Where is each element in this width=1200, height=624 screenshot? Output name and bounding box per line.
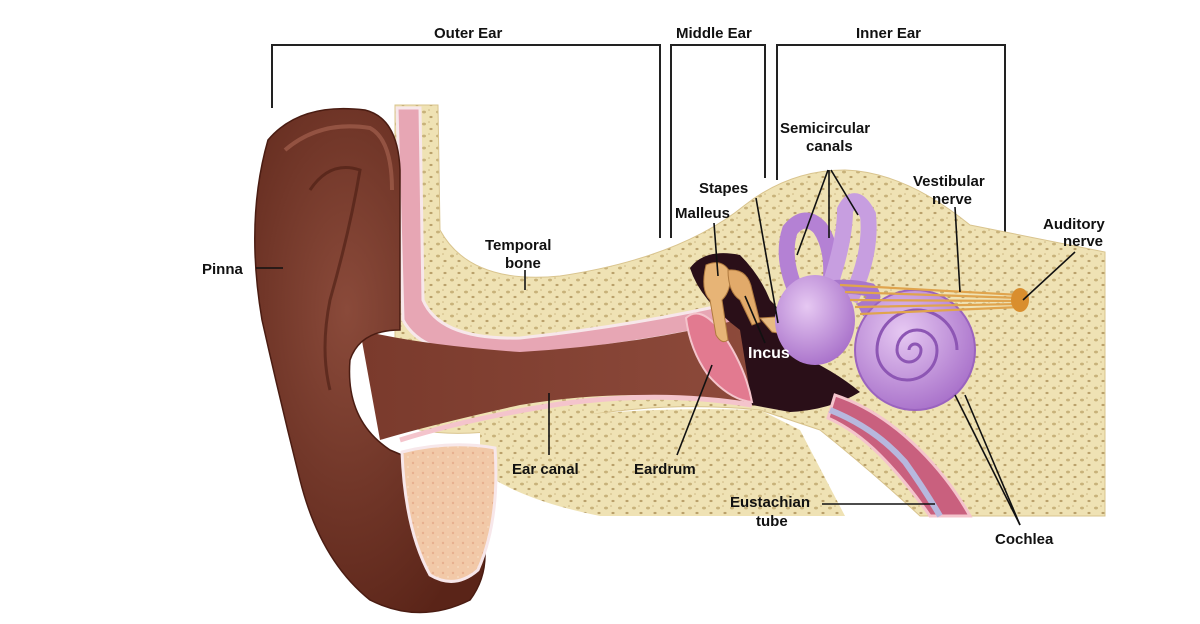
vestibular-nerve-label-line2: nerve	[932, 191, 972, 208]
auditory-nerve-label-line1: Auditory	[1043, 216, 1105, 233]
nerve-bundle	[1011, 288, 1029, 312]
auditory-nerve-leader	[1022, 251, 1076, 301]
middle-ear-title: Middle Ear	[676, 25, 752, 42]
pinna	[254, 107, 498, 614]
canal-lining-bottom	[399, 394, 753, 443]
eustachian-tube	[826, 393, 973, 518]
inner-ear-bracket	[776, 44, 1006, 238]
cochlea-leader	[954, 394, 1021, 526]
cochlea-label: Cochlea	[995, 531, 1054, 548]
eardrum-shape	[684, 312, 754, 404]
labels: Pinna Temporal bone Ear canal Eardrum Ma…	[202, 120, 1105, 548]
incus-leader	[744, 295, 766, 344]
eustachian-tube-label-line1: Eustachian	[730, 494, 810, 511]
section-brackets: Outer Ear Middle Ear Inner Ear	[271, 25, 1006, 238]
vestibule-shape	[775, 275, 855, 365]
ear-canal-label: Ear canal	[512, 461, 579, 478]
inner-ear	[775, 193, 1029, 411]
auditory-nerve-label-line2: nerve	[1063, 233, 1103, 250]
helix-rim	[283, 124, 394, 191]
leader-lines	[256, 169, 1076, 526]
semicircular-leader-3	[830, 169, 859, 216]
outer-ear-title: Outer Ear	[434, 25, 503, 42]
ear-canal-shape	[360, 318, 752, 440]
cochlea-leader-2	[964, 394, 1021, 526]
eardrum-leader	[676, 364, 713, 456]
lower-bone-shape	[480, 409, 845, 516]
eustachian-tube-lining	[828, 407, 943, 518]
pinna-label: Pinna	[202, 261, 243, 278]
antihelix	[308, 166, 362, 391]
temporal-bone-label-line2: bone	[505, 255, 541, 272]
vestibular-nerve-leader	[954, 206, 961, 293]
stapes-leader	[755, 197, 779, 324]
semicircular-canal-posterior	[822, 193, 877, 304]
outer-ear-bracket	[271, 44, 661, 238]
malleus-label: Malleus	[675, 205, 730, 222]
vestibular-nerve-label-line1: Vestibular	[913, 173, 985, 190]
semicircular-canals-label-line2: canals	[806, 138, 853, 155]
semicircular-canals-label-line1: Semicircular	[780, 120, 870, 137]
inner-ear-title: Inner Ear	[856, 25, 921, 42]
stapes-label: Stapes	[699, 180, 748, 197]
semicircular-canal-anterior	[778, 212, 840, 304]
malleus-leader	[713, 222, 719, 277]
middle-ear-bracket	[670, 44, 766, 238]
semicircular-leader-1	[796, 169, 829, 256]
incus-label: Incus	[748, 345, 790, 362]
ear-canal	[360, 318, 753, 443]
eardrum-label: Eardrum	[634, 461, 696, 478]
vestibular-nerve-fibers	[839, 283, 1021, 316]
ear-lobe-section	[400, 443, 498, 583]
eustachian-tube-label-line2: tube	[756, 513, 788, 530]
temporal-bone-label-line1: Temporal	[485, 237, 551, 254]
malleus-shape	[703, 262, 731, 343]
